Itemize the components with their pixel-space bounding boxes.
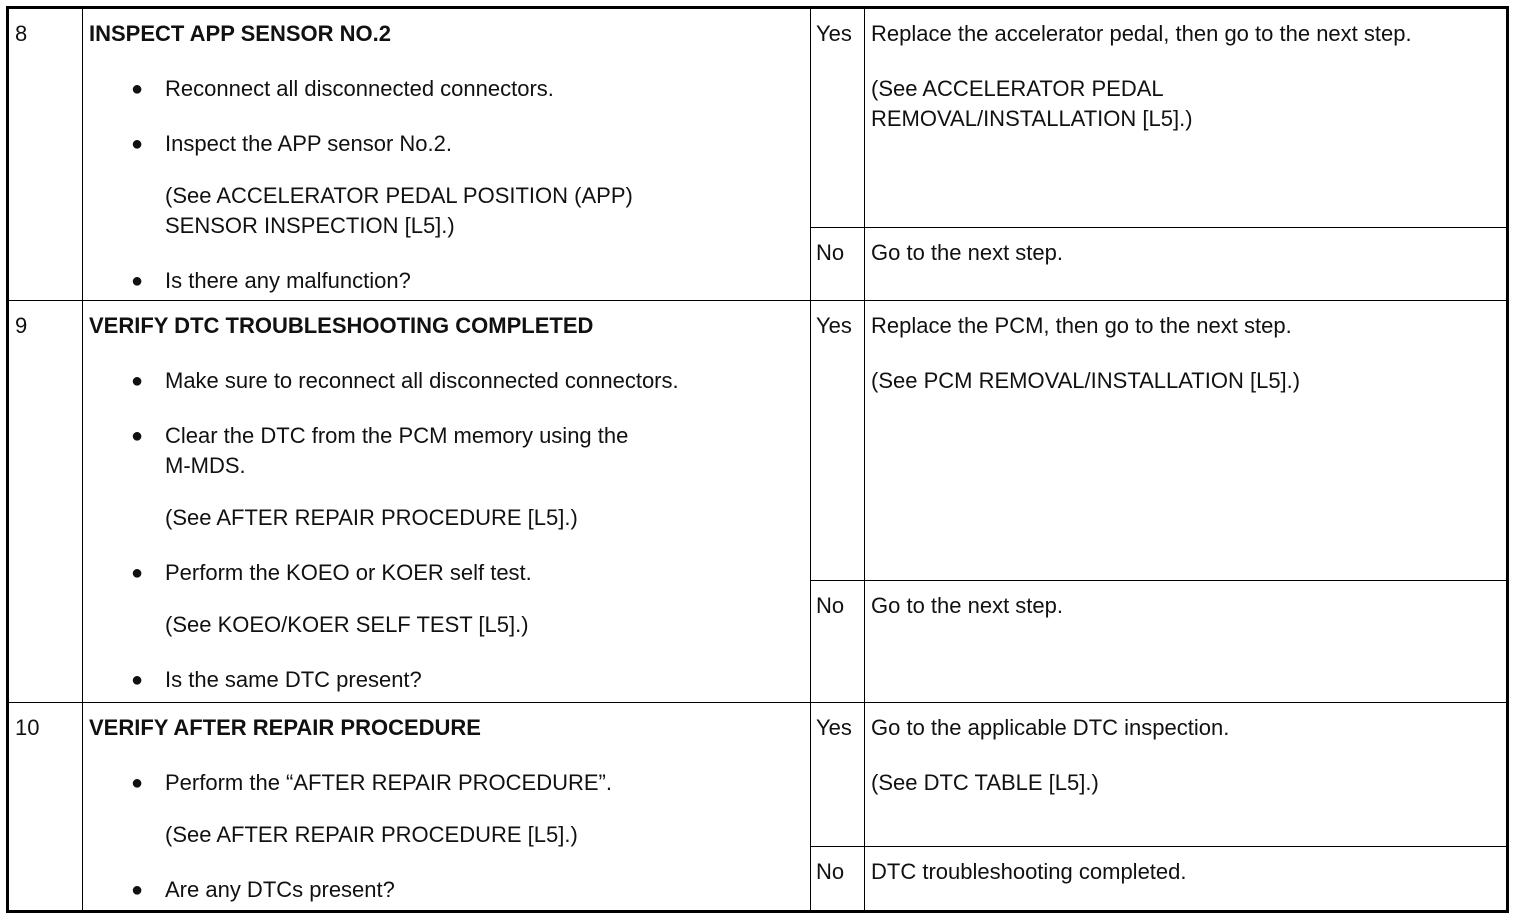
see-reference-line: (See ACCELERATOR PEDAL xyxy=(871,76,1164,101)
troubleshooting-table: 8 INSPECT APP SENSOR NO.2 Reconnect all … xyxy=(6,6,1509,913)
yes-action: Replace the accelerator pedal, then go t… xyxy=(864,7,1508,228)
step-title: INSPECT APP SENSOR NO.2 xyxy=(89,21,391,46)
step-number: 10 xyxy=(7,702,83,912)
yes-label: Yes xyxy=(810,702,865,847)
step-title: VERIFY DTC TROUBLESHOOTING COMPLETED xyxy=(89,313,594,338)
procedure-bullet-line: M-MDS. xyxy=(165,453,246,478)
procedure-bullet-line: Clear the DTC from the PCM memory using … xyxy=(165,423,629,448)
step-row-9: 9 VERIFY DTC TROUBLESHOOTING COMPLETED M… xyxy=(7,300,1508,703)
procedure-bullet: Make sure to reconnect all disconnected … xyxy=(89,366,810,396)
procedure-cell: VERIFY DTC TROUBLESHOOTING COMPLETED Mak… xyxy=(82,300,811,703)
procedure-cell: INSPECT APP SENSOR NO.2 Reconnect all di… xyxy=(82,7,811,301)
see-reference-line: REMOVAL/INSTALLATION [L5].) xyxy=(871,106,1193,131)
step-row-8-no: No Go to the next step. xyxy=(8,227,1508,301)
action-text: Go to the next step. xyxy=(871,240,1064,265)
see-reference: (See ACCELERATOR PEDAL REMOVAL/INSTALLAT… xyxy=(871,74,1506,134)
step-title: VERIFY AFTER REPAIR PROCEDURE xyxy=(89,715,481,740)
yes-label: Yes xyxy=(810,7,865,228)
procedure-bullet: Perform the “AFTER REPAIR PROCEDURE”. xyxy=(89,768,810,798)
step-number: 9 xyxy=(7,300,83,703)
procedure-bullet: Inspect the APP sensor No.2. xyxy=(89,129,810,159)
step-row-10: 10 VERIFY AFTER REPAIR PROCEDURE Perform… xyxy=(7,702,1508,912)
action-text: Replace the PCM, then go to the next ste… xyxy=(871,313,1292,338)
see-reference: (See ACCELERATOR PEDAL POSITION (APP) SE… xyxy=(89,181,810,241)
see-reference: (See AFTER REPAIR PROCEDURE [L5].) xyxy=(165,505,578,530)
no-label: No xyxy=(810,227,865,301)
procedure-cell: VERIFY AFTER REPAIR PROCEDURE Perform th… xyxy=(82,702,811,912)
no-label: No xyxy=(810,846,865,912)
procedure-bullet: Perform the KOEO or KOER self test. xyxy=(89,558,810,588)
step-number: 8 xyxy=(7,7,83,301)
action-text: Go to the next step. xyxy=(871,593,1064,618)
no-action: Go to the next step. xyxy=(864,227,1508,301)
procedure-question: Is there any malfunction? xyxy=(89,266,810,296)
no-label: No xyxy=(810,580,865,703)
see-reference: (See DTC TABLE [L5].) xyxy=(871,770,1099,795)
see-reference: (See PCM REMOVAL/INSTALLATION [L5].) xyxy=(871,368,1301,393)
no-action: Go to the next step. xyxy=(864,580,1508,703)
see-reference-line: SENSOR INSPECTION [L5].) xyxy=(165,213,455,238)
procedure-question: Is the same DTC present? xyxy=(89,665,810,695)
action-text: Replace the accelerator pedal, then go t… xyxy=(871,21,1412,46)
step-row-10-no: No DTC troubleshooting completed. xyxy=(8,846,1508,912)
yes-action: Replace the PCM, then go to the next ste… xyxy=(864,300,1508,581)
yes-action: Go to the applicable DTC inspection. (Se… xyxy=(864,702,1508,847)
see-reference: (See AFTER REPAIR PROCEDURE [L5].) xyxy=(165,822,578,847)
procedure-bullet: Clear the DTC from the PCM memory using … xyxy=(89,421,810,481)
step-row-8: 8 INSPECT APP SENSOR NO.2 Reconnect all … xyxy=(7,7,1508,301)
action-text: DTC troubleshooting completed. xyxy=(871,859,1187,884)
procedure-bullet: Reconnect all disconnected connectors. xyxy=(89,74,810,104)
procedure-question: Are any DTCs present? xyxy=(89,875,810,905)
see-reference-line: (See ACCELERATOR PEDAL POSITION (APP) xyxy=(165,183,633,208)
no-action: DTC troubleshooting completed. xyxy=(864,846,1508,912)
see-reference: (See KOEO/KOER SELF TEST [L5].) xyxy=(165,612,529,637)
yes-label: Yes xyxy=(810,300,865,581)
action-text: Go to the applicable DTC inspection. xyxy=(871,715,1230,740)
